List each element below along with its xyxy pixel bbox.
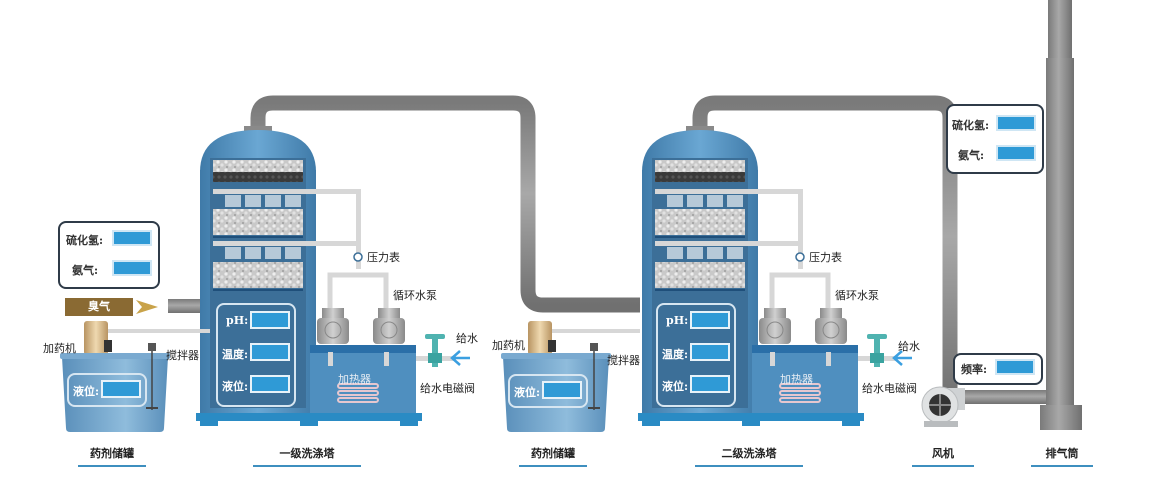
ph-label: pH: (226, 314, 249, 327)
water-feed-label: 给水 (898, 340, 920, 353)
ph-label: pH: (666, 314, 689, 327)
temp-value (250, 343, 290, 361)
h2s-value (112, 230, 152, 246)
fan-icon (921, 386, 965, 427)
dosing-machine-label: 加药机 (492, 339, 525, 352)
solenoid-valve-label: 给水电磁阀 (420, 382, 475, 395)
stirrer-label: 搅拌器 (607, 354, 640, 367)
stirrer-label: 搅拌器 (166, 349, 199, 362)
scrubber-tower-2 (638, 126, 912, 426)
heater-label: 加热器 (338, 373, 371, 386)
caption-tower-1: 一级洗涤塔 (253, 445, 361, 467)
solenoid-valve-label: 给水电磁阀 (862, 382, 917, 395)
caption-text: 一级洗涤塔 (279, 447, 335, 460)
frequency-label: 频率: (961, 363, 988, 376)
odor-arrow-icon (136, 300, 158, 314)
caption-chemical-tank-2: 药剂储罐 (519, 445, 587, 467)
pressure-gauge-label: 压力表 (809, 251, 842, 264)
scrubber-tower-1 (196, 126, 470, 426)
dosing-machine-label: 加药机 (43, 342, 76, 355)
h2s-label: 硫化氢: (952, 119, 990, 132)
caption-stack: 排气筒 (1031, 445, 1093, 467)
caption-chemical-tank-1: 药剂储罐 (78, 445, 146, 467)
caption-text: 药剂储罐 (531, 447, 575, 460)
level-label: 液位: (222, 380, 249, 393)
tower1-readout-panel: pH: 温度: 液位: (216, 303, 296, 407)
exhaust-stack (1040, 0, 1082, 430)
temp-label: 温度: (662, 348, 689, 361)
level-label: 液位: (514, 386, 541, 399)
ph-value (250, 311, 290, 329)
temp-value (690, 343, 730, 361)
circulation-pump-icon (759, 308, 847, 366)
tank2-level-panel: 液位: (508, 374, 588, 408)
nh3-value (996, 145, 1036, 161)
circulation-pump-icon (317, 308, 405, 366)
caption-text: 二级洗涤塔 (721, 447, 777, 460)
tower2-readout-panel: pH: 温度: 液位: (656, 303, 736, 407)
level-value (690, 375, 730, 393)
water-feed-label: 给水 (456, 332, 478, 345)
ph-value (690, 311, 730, 329)
heater-coil-icon (779, 383, 821, 403)
nh3-label: 氨气: (958, 149, 985, 162)
water-inlet-arrow-icon (450, 350, 470, 366)
caption-text: 排气筒 (1045, 447, 1079, 460)
outlet-gas-monitor: 硫化氢: 氨气: (946, 104, 1044, 174)
level-value (250, 375, 290, 393)
h2s-value (996, 115, 1036, 131)
fan-frequency-panel: 频率: (953, 353, 1043, 385)
circulation-pump-label: 循环水泵 (393, 289, 437, 302)
circulation-pump-label: 循环水泵 (835, 289, 879, 302)
pressure-gauge-icon (795, 252, 805, 262)
caption-fan: 风机 (912, 445, 974, 467)
odor-inlet-label: 臭气 (65, 298, 133, 316)
heater-label: 加热器 (780, 373, 813, 386)
tank1-level-panel: 液位: (67, 373, 147, 407)
water-solenoid-valve-icon (858, 334, 898, 367)
water-inlet-arrow-icon (892, 350, 912, 366)
frequency-value (995, 359, 1035, 375)
caption-text: 药剂储罐 (90, 447, 134, 460)
level-value (542, 381, 582, 399)
water-solenoid-valve-icon (416, 334, 456, 367)
temp-label: 温度: (222, 348, 249, 361)
level-label: 液位: (73, 385, 100, 398)
caption-text: 风机 (932, 447, 954, 460)
pressure-gauge-label: 压力表 (367, 251, 400, 264)
duct-stage1-to-stage2 (250, 95, 640, 313)
inlet-gas-monitor: 硫化氢: 氨气: (58, 221, 160, 289)
nh3-value (112, 260, 152, 276)
pressure-gauge-icon (353, 252, 363, 262)
nh3-label: 氨气: (72, 264, 99, 277)
level-value (101, 380, 141, 398)
inlet-duct (168, 299, 202, 313)
heater-coil-icon (337, 383, 379, 403)
h2s-label: 硫化氢: (66, 234, 104, 247)
caption-tower-2: 二级洗涤塔 (695, 445, 803, 467)
level-label: 液位: (662, 380, 689, 393)
